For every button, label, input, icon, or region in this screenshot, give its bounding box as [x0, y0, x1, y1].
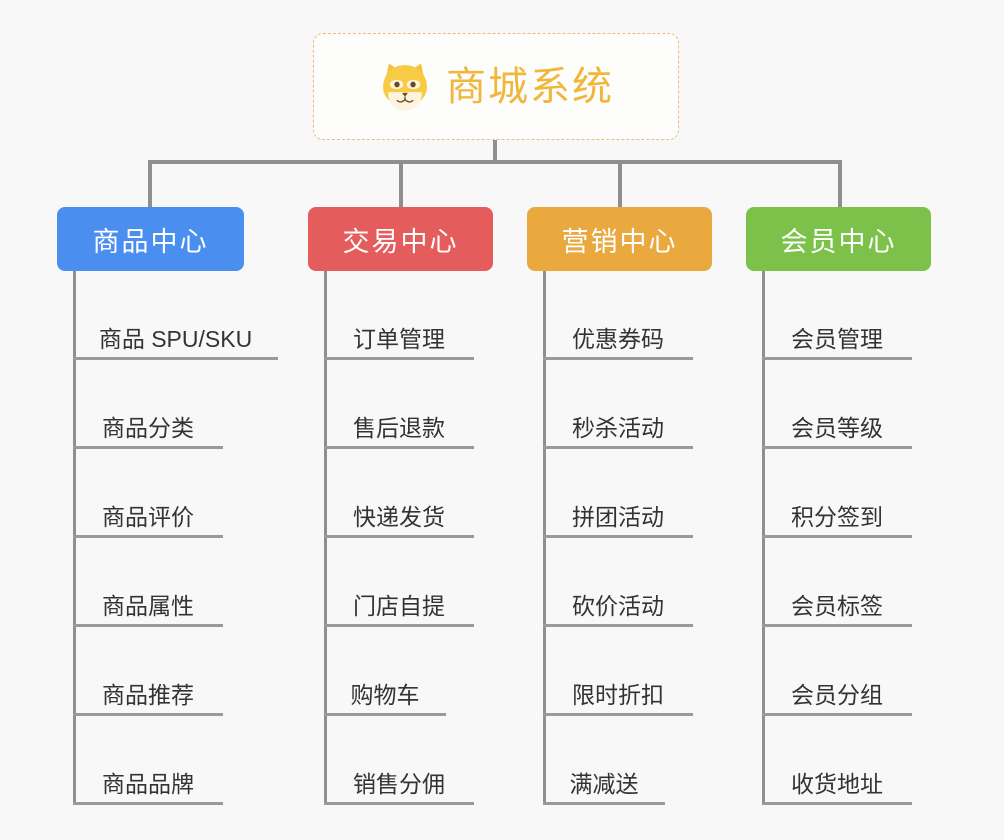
leaf-underline — [543, 535, 693, 538]
leaf-label: 商品品牌 — [102, 771, 194, 798]
leaf-label: 拼团活动 — [572, 504, 664, 531]
leaf-item[interactable]: 商品 SPU/SKU — [73, 271, 278, 360]
leaf-item[interactable]: 商品推荐 — [73, 627, 223, 716]
leaf-underline — [324, 357, 474, 360]
category-header-3-label: 营销中心 — [561, 226, 678, 257]
category-header-2-label: 交易中心 — [342, 226, 459, 257]
leaf-label: 会员管理 — [791, 326, 883, 353]
leaf-item[interactable]: 满减送 — [543, 716, 665, 805]
leaf-item[interactable]: 优惠券码 — [543, 271, 693, 360]
leaf-underline — [762, 802, 912, 805]
leaf-label: 订单管理 — [353, 326, 445, 353]
leaf-item[interactable]: 销售分佣 — [324, 716, 474, 805]
shiba-dog-face-icon — [378, 60, 432, 114]
leaf-label: 满减送 — [569, 771, 639, 798]
leaf-item[interactable]: 会员等级 — [762, 360, 912, 449]
leaf-underline — [73, 713, 223, 716]
drop-line-3 — [618, 160, 622, 207]
leaf-label: 优惠券码 — [572, 326, 664, 353]
leaf-underline — [324, 446, 474, 449]
leaf-item[interactable]: 砍价活动 — [543, 538, 693, 627]
leaf-underline — [543, 802, 665, 805]
leaf-label: 购物车 — [350, 682, 420, 709]
leaf-label: 快递发货 — [353, 504, 445, 531]
leaf-label: 门店自提 — [353, 593, 445, 620]
leaf-underline — [762, 624, 912, 627]
leaf-underline — [324, 535, 474, 538]
leaf-label: 会员标签 — [791, 593, 883, 620]
leaf-underline — [73, 624, 223, 627]
category-header-4-label: 会员中心 — [780, 226, 897, 257]
leaf-underline — [762, 446, 912, 449]
leaf-item[interactable]: 商品评价 — [73, 449, 223, 538]
root-stem-line — [493, 140, 497, 162]
category-header-4[interactable]: 会员中心 — [746, 207, 931, 271]
leaf-item[interactable]: 积分签到 — [762, 449, 912, 538]
leaf-underline — [543, 357, 693, 360]
leaf-label: 秒杀活动 — [572, 415, 664, 442]
leaf-underline — [762, 713, 912, 716]
leaf-label: 商品推荐 — [102, 682, 194, 709]
leaf-label: 会员分组 — [791, 682, 883, 709]
category-header-1-label: 商品中心 — [92, 226, 209, 257]
drop-line-2 — [399, 160, 403, 207]
leaf-item[interactable]: 快递发货 — [324, 449, 474, 538]
leaf-underline — [543, 713, 693, 716]
leaf-item[interactable]: 商品品牌 — [73, 716, 223, 805]
leaf-label: 售后退款 — [353, 415, 445, 442]
leaf-item[interactable]: 拼团活动 — [543, 449, 693, 538]
leaf-underline — [73, 357, 278, 360]
leaf-item[interactable]: 售后退款 — [324, 360, 474, 449]
leaf-label: 限时折扣 — [572, 682, 664, 709]
leaf-item[interactable]: 会员分组 — [762, 627, 912, 716]
leaf-label: 砍价活动 — [572, 593, 664, 620]
leaf-underline — [324, 713, 446, 716]
category-header-2[interactable]: 交易中心 — [308, 207, 493, 271]
leaf-item[interactable]: 收货地址 — [762, 716, 912, 805]
root-title: 商城系统 — [446, 64, 614, 109]
leaf-item[interactable]: 订单管理 — [324, 271, 474, 360]
leaf-label: 会员等级 — [791, 415, 883, 442]
leaf-underline — [762, 535, 912, 538]
bus-line — [148, 160, 842, 164]
leaf-underline — [73, 446, 223, 449]
leaf-label: 商品分类 — [102, 415, 194, 442]
drop-line-4 — [838, 160, 842, 207]
leaf-underline — [324, 624, 474, 627]
leaf-underline — [762, 357, 912, 360]
leaf-label: 销售分佣 — [353, 771, 445, 798]
category-trunk-3 — [543, 271, 546, 805]
leaf-item[interactable]: 购物车 — [324, 627, 446, 716]
leaf-underline — [543, 624, 693, 627]
category-trunk-1 — [73, 271, 76, 805]
leaf-underline — [73, 802, 223, 805]
leaf-item[interactable]: 秒杀活动 — [543, 360, 693, 449]
leaf-item[interactable]: 会员管理 — [762, 271, 912, 360]
category-header-1[interactable]: 商品中心 — [57, 207, 244, 271]
category-trunk-2 — [324, 271, 327, 805]
leaf-item[interactable]: 门店自提 — [324, 538, 474, 627]
category-header-3[interactable]: 营销中心 — [527, 207, 712, 271]
leaf-item[interactable]: 商品属性 — [73, 538, 223, 627]
leaf-underline — [73, 535, 223, 538]
drop-line-1 — [148, 160, 152, 207]
leaf-underline — [543, 446, 693, 449]
leaf-label: 商品 SPU/SKU — [98, 326, 253, 353]
root-node[interactable]: 商城系统 — [313, 33, 679, 140]
category-trunk-4 — [762, 271, 765, 805]
leaf-label: 收货地址 — [791, 771, 883, 798]
leaf-item[interactable]: 会员标签 — [762, 538, 912, 627]
leaf-underline — [324, 802, 474, 805]
leaf-item[interactable]: 限时折扣 — [543, 627, 693, 716]
leaf-label: 积分签到 — [791, 504, 883, 531]
leaf-label: 商品评价 — [102, 504, 194, 531]
leaf-label: 商品属性 — [102, 593, 194, 620]
leaf-item[interactable]: 商品分类 — [73, 360, 223, 449]
